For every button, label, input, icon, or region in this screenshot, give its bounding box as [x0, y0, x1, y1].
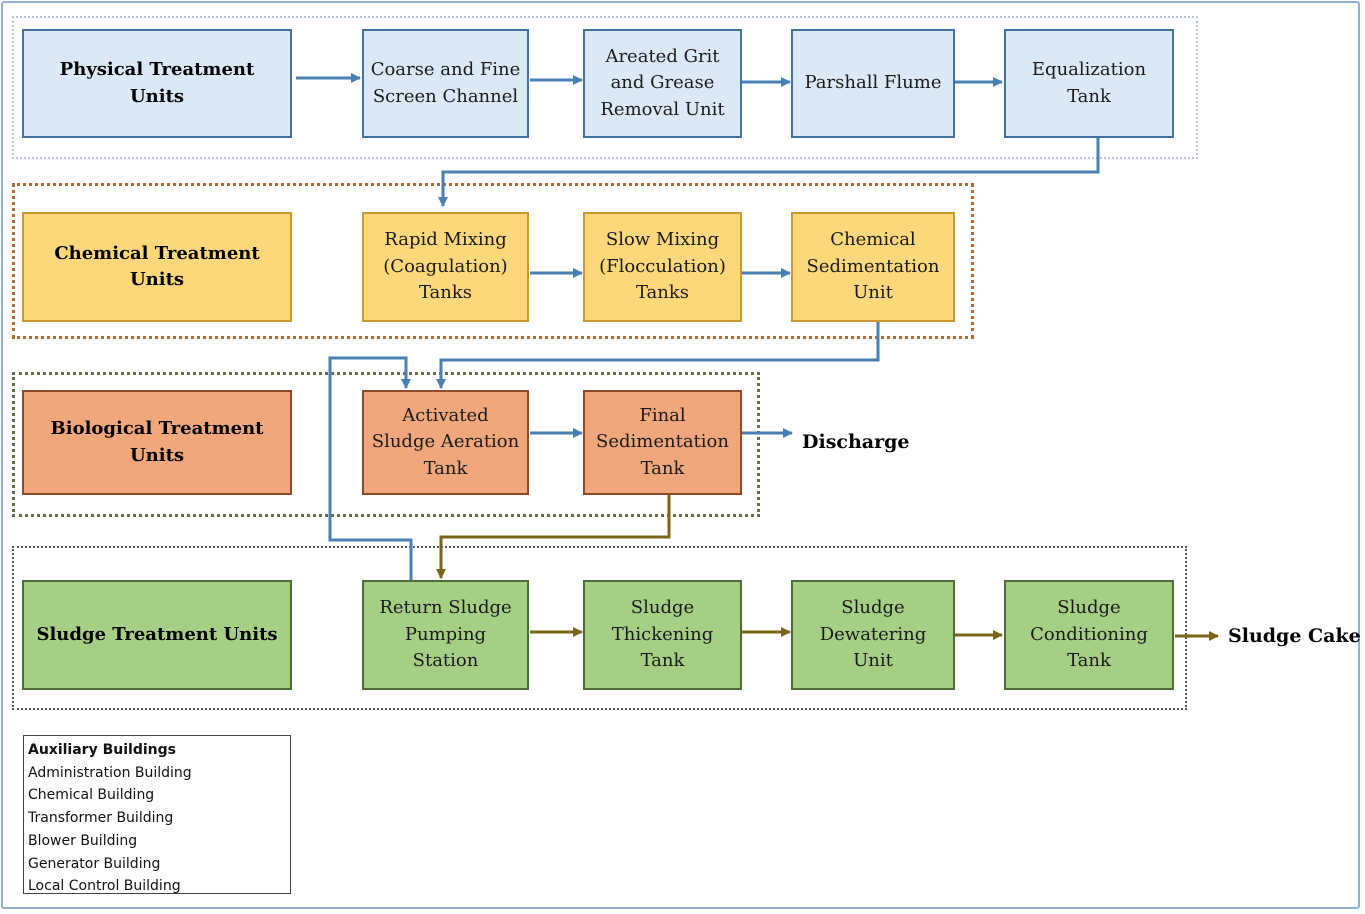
chemical-sedimentation-unit: Chemical Sedimentation Unit — [791, 212, 955, 322]
coarse-fine-screen-channel: Coarse and Fine Screen Channel — [362, 29, 529, 138]
auxiliary-buildings-legend: Auxiliary Buildings Administration Build… — [23, 735, 291, 894]
arrow-final-to-return-pumping — [436, 495, 671, 579]
biological-group-outline — [12, 372, 760, 517]
sludge-cake-output-label: Sludge Cake — [1228, 625, 1361, 647]
biological-treatment-units-label: Biological Treatment Units — [22, 390, 292, 495]
return-sludge-pumping-station: Return Sludge Pumping Station — [362, 580, 529, 690]
arrow-return-sludge-loop — [328, 356, 413, 580]
auxiliary-building-item: Administration Building — [28, 764, 192, 781]
auxiliary-building-item: Blower Building — [28, 832, 138, 849]
rapid-mixing-tanks: Rapid Mixing (Coagulation) Tanks — [362, 212, 529, 322]
sludge-group-outline — [12, 546, 1187, 710]
sludge-thickening-tank: Sludge Thickening Tank — [583, 580, 742, 690]
auxiliary-building-item: Transformer Building — [28, 810, 174, 827]
chemical-group-outline — [12, 183, 974, 339]
sludge-conditioning-tank: Sludge Conditioning Tank — [1004, 580, 1174, 690]
auxiliary-buildings-title: Auxiliary Buildings — [28, 742, 176, 758]
physical-group-outline — [12, 16, 1198, 159]
arrow-chemical-sed-to-aeration — [436, 322, 880, 389]
slow-mixing-tanks: Slow Mixing (Flocculation) Tanks — [583, 212, 742, 322]
auxiliary-building-item: Generator Building — [28, 855, 161, 872]
discharge-output-label: Discharge — [802, 431, 910, 453]
sludge-treatment-units-label: Sludge Treatment Units — [22, 580, 292, 690]
auxiliary-building-item: Local Control Building — [28, 878, 181, 895]
parshall-flume: Parshall Flume — [791, 29, 955, 138]
chemical-treatment-units-label: Chemical Treatment Units — [22, 212, 292, 322]
sludge-dewatering-unit: Sludge Dewatering Unit — [791, 580, 955, 690]
auxiliary-building-item: Chemical Building — [28, 787, 155, 804]
arrow-equalization-to-rapid-mixing — [438, 138, 1100, 207]
physical-treatment-units-label: Physical Treatment Units — [22, 29, 292, 138]
equalization-tank: Equalization Tank — [1004, 29, 1174, 138]
activated-sludge-aeration-tank: Activated Sludge Aeration Tank — [362, 390, 529, 495]
areated-grit-grease-removal-unit: Areated Grit and Grease Removal Unit — [583, 29, 742, 138]
final-sedimentation-tank: Final Sedimentation Tank — [583, 390, 742, 495]
